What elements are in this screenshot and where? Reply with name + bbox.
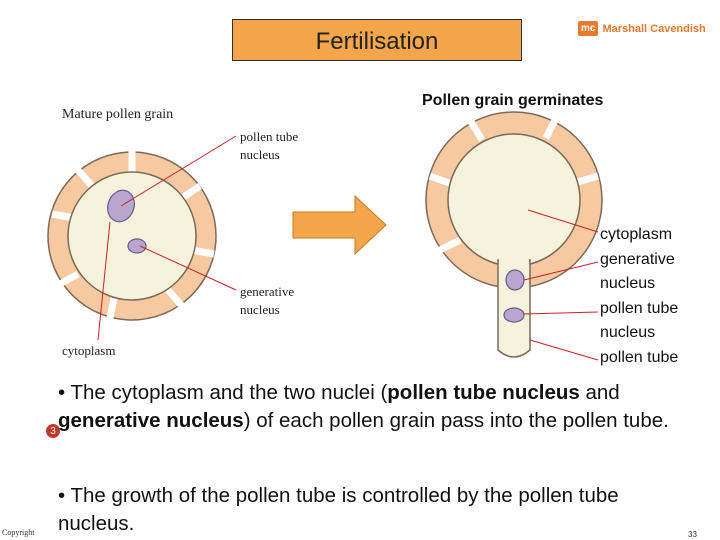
label-line: generative bbox=[240, 284, 295, 299]
label-pollen-tube-nucleus: pollen tube nucleus bbox=[240, 128, 298, 164]
pointer-germ-tube-nucleus bbox=[523, 311, 599, 315]
label-generative-nucleus: generative nucleus bbox=[240, 283, 294, 319]
germinating-wall-pores bbox=[428, 116, 600, 254]
pollen-cytoplasm bbox=[67, 171, 197, 301]
right-arrow-icon bbox=[292, 194, 387, 256]
logo-text: Marshall Cavendish bbox=[602, 22, 706, 35]
germinating-pollen-grain bbox=[425, 111, 603, 361]
bullet-1: • The cytoplasm and the two nuclei (poll… bbox=[58, 379, 678, 435]
right-heading: Pollen grain germinates bbox=[422, 92, 604, 109]
label-cytoplasm: cytoplasm bbox=[62, 343, 116, 358]
page-number: 33 bbox=[688, 530, 697, 539]
germinating-cytoplasm bbox=[447, 133, 581, 267]
title-banner: Fertilisation bbox=[232, 19, 522, 61]
bullet-1-bold-pollen-tube-nucleus: pollen tube nucleus bbox=[387, 381, 580, 404]
label-germ-generative: generative bbox=[600, 250, 675, 268]
logo-mark: mc bbox=[578, 21, 599, 36]
bullet-2-text: • The growth of the pollen tube is contr… bbox=[58, 484, 619, 535]
germ-generative-nucleus bbox=[505, 269, 525, 291]
text-panel bbox=[52, 370, 676, 538]
pointer-germ-tube bbox=[529, 339, 599, 361]
label-germ-pollen-tube-nucleus: nucleus bbox=[600, 324, 656, 341]
label-germ-cytoplasm: cytoplasm bbox=[600, 226, 673, 243]
bullet-1-text: and bbox=[579, 381, 620, 404]
left-heading: Mature pollen grain bbox=[62, 107, 174, 122]
label-line: pollen tube bbox=[240, 129, 299, 144]
label-germ-generative-nucleus: nucleus bbox=[600, 275, 656, 292]
mature-pollen-grain bbox=[47, 135, 237, 341]
pollen-tube-join bbox=[499, 250, 529, 266]
bullet-1-bold-generative-nucleus: generative nucleus bbox=[58, 409, 244, 432]
pointer-cytoplasm bbox=[97, 221, 111, 341]
germ-pollen-tube-nucleus bbox=[503, 307, 525, 323]
slide-number-badge: 3 bbox=[46, 424, 60, 438]
label-line: nucleus bbox=[240, 302, 280, 317]
bullet-1-text: • The cytoplasm and the two nuclei ( bbox=[58, 381, 388, 404]
pointer-germ-cytoplasm bbox=[527, 209, 599, 233]
bullet-2: • The growth of the pollen tube is contr… bbox=[58, 482, 678, 538]
pointer-pollen-tube-nucleus bbox=[120, 135, 237, 207]
generative-nucleus bbox=[127, 238, 147, 254]
pointer-generative-nucleus bbox=[139, 245, 237, 291]
page-title: Fertilisation bbox=[315, 28, 439, 55]
pointer-germ-generative bbox=[523, 261, 599, 281]
copyright-text: Copyright bbox=[2, 528, 35, 537]
publisher-logo: mc Marshall Cavendish bbox=[578, 21, 706, 36]
label-germ-pollen-tube: pollen tube bbox=[600, 299, 679, 317]
label-line: nucleus bbox=[240, 147, 280, 162]
bullet-1-text: ) of each pollen grain pass into the pol… bbox=[243, 409, 669, 432]
pollen-wall-pores bbox=[51, 150, 215, 319]
label-germ-tube: pollen tube bbox=[600, 348, 679, 366]
right-labels: cytoplasm generative nucleus pollen tube… bbox=[600, 223, 678, 370]
